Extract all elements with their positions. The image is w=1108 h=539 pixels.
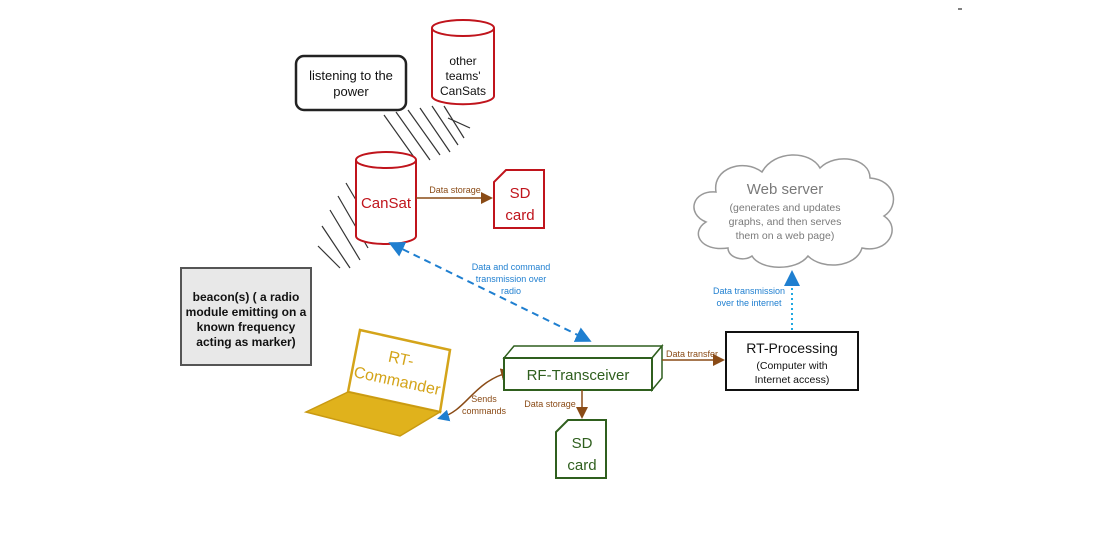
- edge-sends: Sends commands: [437, 368, 513, 422]
- edge-internet-line1: Data transmission: [713, 286, 785, 296]
- beacon-line1: beacon(s) ( a radio: [193, 290, 300, 304]
- edge-rf-storage-label: Data storage: [524, 399, 576, 409]
- edge-sends-line2: commands: [462, 406, 507, 416]
- cansat-label: CanSat: [361, 195, 412, 212]
- edge-radio-line2: transmission over: [476, 274, 547, 284]
- web-server-line3: them on a web page): [736, 230, 835, 242]
- listening-line2: power: [333, 84, 369, 99]
- edge-internet: Data transmission over the internet: [713, 270, 800, 330]
- listening-line1: listening to the: [309, 68, 393, 83]
- sd-top-line2: card: [505, 207, 534, 224]
- edge-internet-line2: over the internet: [716, 298, 782, 308]
- other-teams-line3: CanSats: [440, 84, 486, 98]
- rf-transceiver-box: RF-Transceiver: [502, 343, 664, 393]
- sd-card-bottom: SD card: [555, 419, 607, 479]
- edge-sends-line1: Sends: [471, 394, 497, 404]
- rt-commander-laptop: RT- Commander: [303, 328, 452, 437]
- beacon-line2: module emitting on a: [186, 305, 307, 319]
- other-teams-line2: teams': [446, 69, 481, 83]
- edge-transfer-label: Data transfer: [666, 349, 718, 359]
- edge-cansat-storage: Data storage: [416, 185, 493, 204]
- beacon-line3: known frequency: [197, 320, 296, 334]
- edge-rf-storage: Data storage: [524, 390, 588, 419]
- edge-radio-line3: radio: [501, 286, 521, 296]
- edge-radio: Data and command transmission over radio: [388, 242, 592, 342]
- sd-top-line1: SD: [510, 185, 531, 202]
- edge-cansat-storage-label: Data storage: [429, 185, 481, 195]
- web-server-title: Web server: [747, 181, 823, 198]
- sd-bottom-line1: SD: [572, 435, 593, 452]
- rt-processing-line1: (Computer with: [756, 360, 827, 372]
- sd-card-top: SD card: [493, 169, 545, 229]
- cansat-cylinder: CanSat: [355, 151, 417, 245]
- beacon-line4: acting as marker): [196, 335, 295, 349]
- edge-radio-line1: Data and command: [472, 262, 551, 272]
- edge-transfer: Data transfer: [662, 349, 725, 366]
- web-server-line1: (generates and updates: [730, 202, 841, 214]
- web-server-line2: graphs, and then serves: [729, 216, 842, 228]
- listening-box: listening to the power: [294, 54, 408, 112]
- rt-processing-title: RT-Processing: [746, 340, 838, 356]
- web-server-cloud: Web server (generates and updates graphs…: [693, 154, 895, 268]
- sd-bottom-line2: card: [567, 457, 596, 474]
- rt-processing-box: RT-Processing (Computer with Internet ac…: [725, 331, 859, 391]
- rt-commander-line1: RT-: [387, 349, 415, 371]
- other-teams-cylinder: other teams' CanSats: [431, 19, 495, 106]
- rf-transceiver-label: RF-Transceiver: [527, 367, 630, 384]
- rt-processing-line2: Internet access): [755, 374, 830, 386]
- other-teams-line1: other: [449, 54, 476, 68]
- beacon-box: beacon(s) ( a radio module emitting on a…: [180, 267, 312, 366]
